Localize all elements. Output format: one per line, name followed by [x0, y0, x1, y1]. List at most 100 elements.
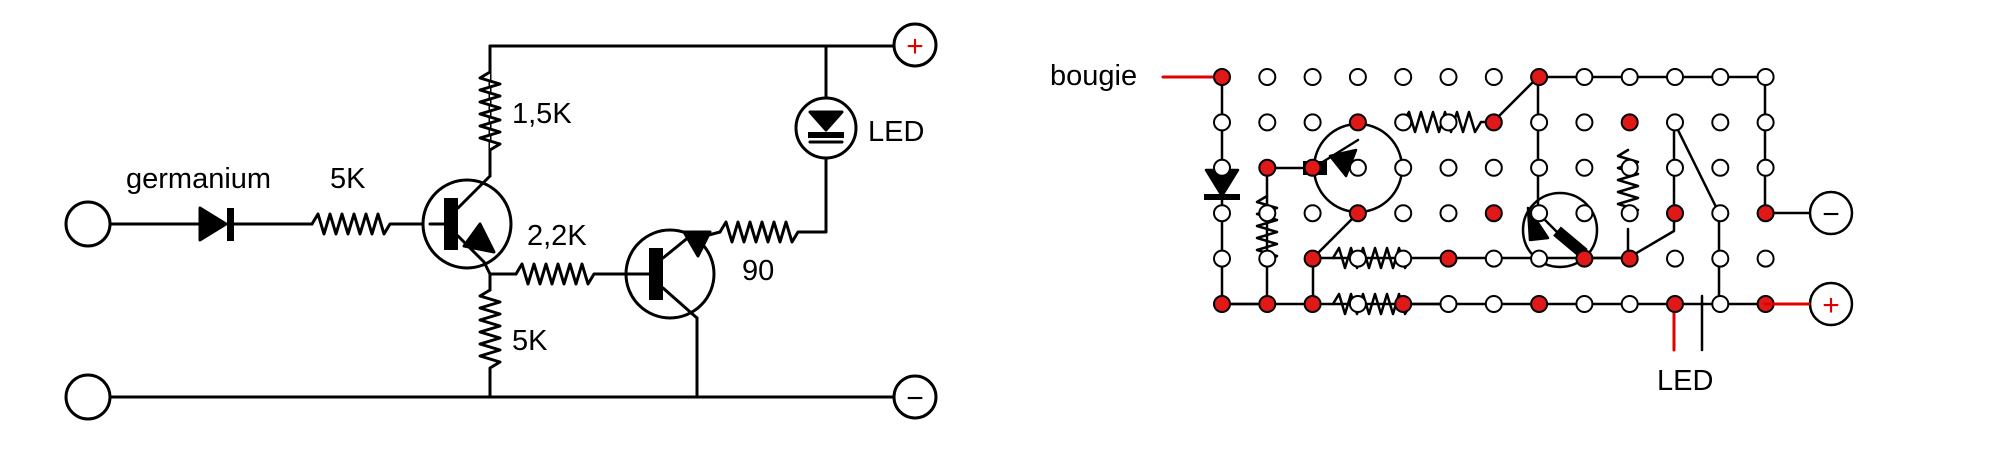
board-hole — [1213, 158, 1231, 177]
board-hole — [1711, 113, 1730, 132]
board-minus-sign: − — [1822, 198, 1840, 231]
board-hole — [1394, 68, 1413, 86]
resistor-90-label: 90 — [742, 255, 774, 287]
board-hole — [1575, 295, 1594, 313]
transistor-2 — [624, 228, 716, 320]
board-hole-soldered — [1394, 295, 1413, 313]
minus-terminal-sign: − — [906, 382, 924, 415]
board-hole — [1756, 113, 1775, 132]
board-hole-soldered — [1303, 249, 1322, 268]
board-hole — [1394, 158, 1413, 177]
board-hole-soldered — [1756, 204, 1775, 223]
input-terminal-top — [64, 200, 112, 248]
board-hole-soldered — [1575, 249, 1594, 268]
board-plus-sign: + — [1822, 289, 1840, 322]
board-hole — [1530, 158, 1549, 177]
board-hole — [1711, 204, 1730, 223]
resistor-1k5-label: 1,5K — [512, 98, 572, 130]
board-hole — [1711, 68, 1730, 86]
board-hole — [1439, 68, 1458, 86]
board-hole — [1484, 158, 1503, 177]
board-hole — [1575, 113, 1594, 132]
resistor-5k-input-label: 5K — [330, 163, 366, 195]
board-hole — [1439, 158, 1458, 177]
board-hole — [1575, 204, 1594, 223]
board-hole — [1258, 113, 1277, 132]
board-hole — [1258, 249, 1277, 268]
board-hole — [1348, 295, 1367, 313]
board-hole — [1394, 249, 1413, 268]
board-hole-soldered — [1348, 204, 1367, 223]
board-hole — [1756, 68, 1775, 86]
board-hole — [1348, 158, 1367, 177]
led-label-board: LED — [1657, 365, 1713, 397]
board-hole-soldered — [1666, 204, 1684, 223]
plus-terminal-sign: + — [906, 30, 924, 63]
board-hole — [1484, 249, 1503, 268]
board-hole — [1484, 68, 1503, 86]
resistor-5k-bottom-label: 5K — [512, 325, 548, 357]
board-hole-soldered — [1484, 204, 1503, 223]
board-hole — [1303, 113, 1322, 132]
board-hole — [1213, 113, 1231, 132]
board-hole-soldered — [1258, 295, 1277, 313]
board-hole — [1666, 113, 1684, 132]
germanium-label: germanium — [126, 163, 271, 195]
board-hole — [1258, 68, 1277, 86]
board-hole-soldered — [1303, 158, 1322, 177]
bougie-label: bougie — [1050, 60, 1137, 92]
led-schematic — [794, 96, 858, 160]
board-hole — [1530, 249, 1549, 268]
board-hole-soldered — [1213, 295, 1231, 313]
board-hole-soldered — [1666, 295, 1684, 313]
resistor-2k2 — [514, 262, 628, 286]
board-hole-soldered — [1484, 113, 1503, 132]
board-hole — [1213, 204, 1231, 223]
board-hole — [1394, 113, 1413, 132]
board-hole — [1484, 295, 1503, 313]
board-hole — [1620, 68, 1639, 86]
board-hole-soldered — [1620, 249, 1639, 268]
board-hole — [1666, 68, 1684, 86]
t2-collector-wire — [703, 230, 722, 238]
input-terminal-bottom — [64, 373, 112, 421]
board-hole-soldered — [1530, 295, 1549, 313]
board-hole — [1213, 249, 1231, 268]
board-hole — [1620, 295, 1639, 313]
board-hole — [1258, 204, 1277, 223]
board-trace-top — [1536, 75, 1811, 215]
board-minus-terminal — [1808, 190, 1854, 236]
board-hole — [1711, 295, 1730, 313]
board-hole — [1348, 68, 1367, 86]
board-hole-soldered — [1620, 113, 1639, 132]
board-hole — [1530, 204, 1549, 223]
resistor-1k5 — [478, 70, 502, 152]
board-hole — [1711, 249, 1730, 268]
board-hole — [1756, 249, 1775, 268]
board-hole-soldered — [1439, 249, 1458, 268]
schematic-diagram — [64, 22, 938, 421]
board-hole-soldered — [1258, 158, 1277, 177]
board-hole — [1575, 158, 1594, 177]
resistor-2k2-label: 2,2K — [527, 220, 587, 252]
board-hole — [1439, 204, 1458, 223]
board-hole-soldered — [1348, 113, 1367, 132]
board-hole-soldered — [1213, 68, 1231, 86]
resistor-5k-input — [310, 212, 397, 236]
transistor-1 — [421, 174, 513, 270]
board-hole-soldered — [1303, 295, 1322, 313]
board-hole — [1620, 204, 1639, 223]
board-resistor-2 — [1401, 110, 1495, 134]
t1-emitter-wire — [482, 260, 492, 292]
board-hole-soldered — [1530, 68, 1549, 86]
board-hole — [1303, 204, 1322, 223]
board-hole — [1620, 158, 1639, 177]
board-hole — [1711, 158, 1730, 177]
led-label-schematic: LED — [868, 116, 924, 148]
resistor-5k-bottom — [478, 288, 502, 399]
board-hole — [1575, 68, 1594, 86]
board-hole — [1439, 113, 1458, 132]
board-hole — [1530, 113, 1549, 132]
board-hole — [1394, 204, 1413, 223]
